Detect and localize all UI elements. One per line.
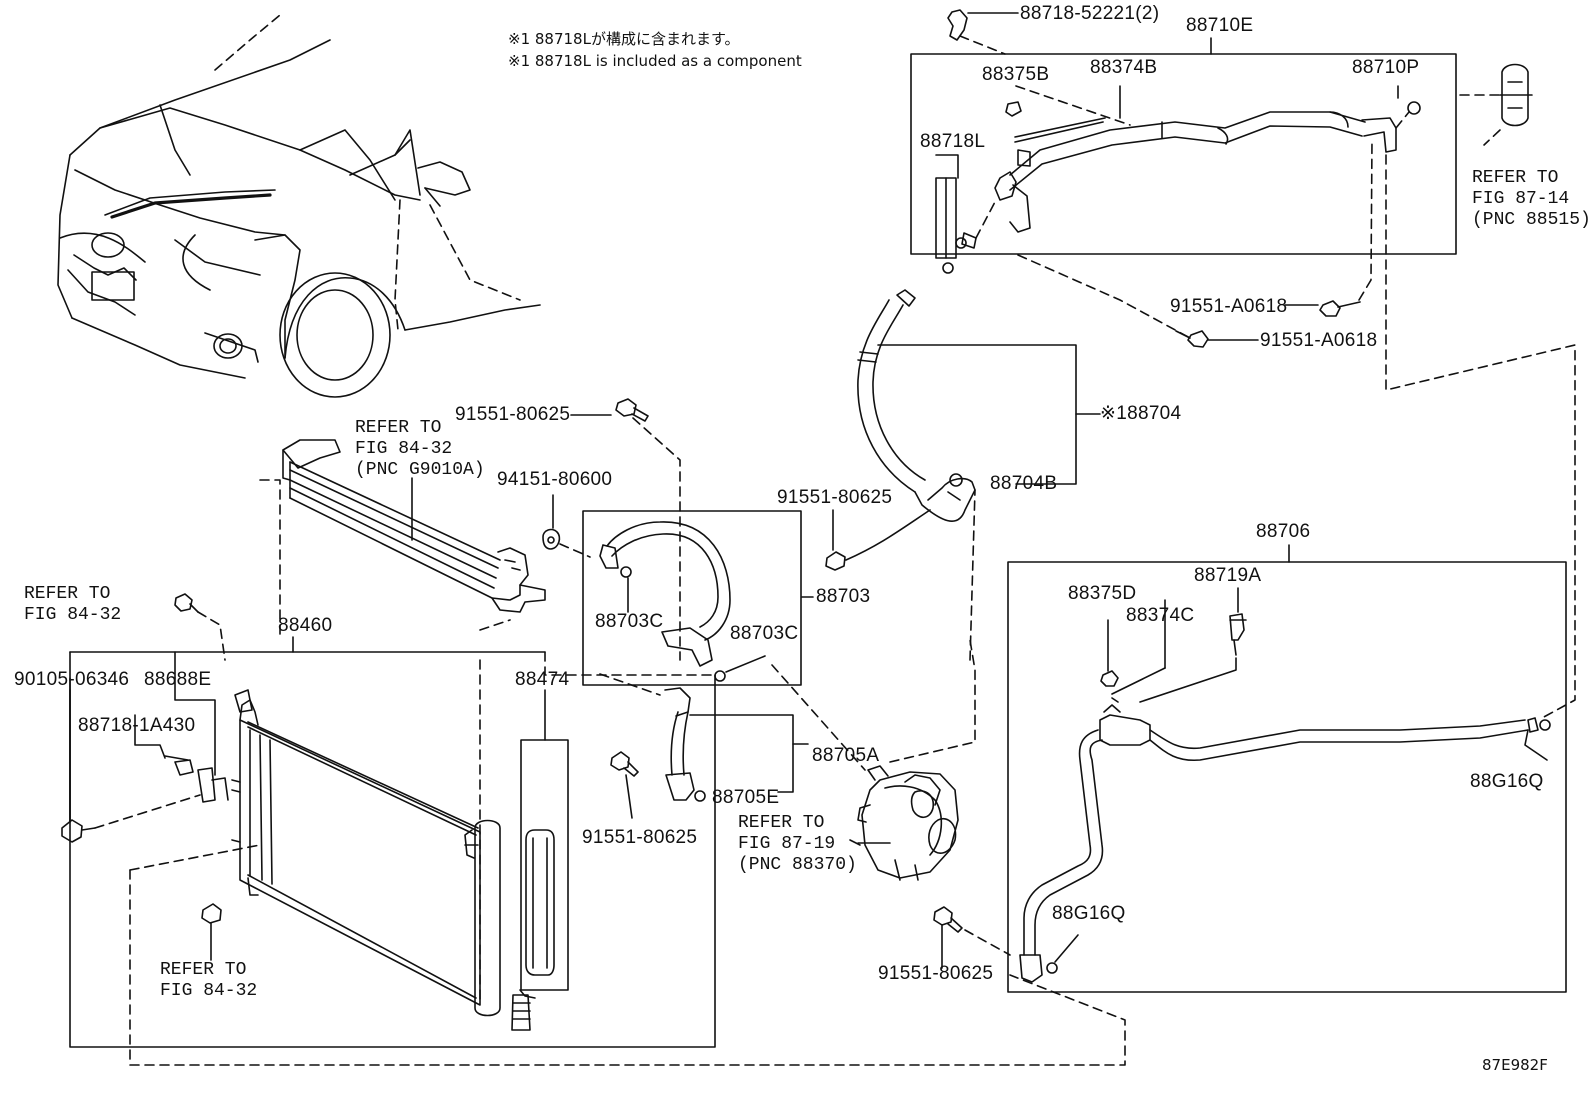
- bolt-91551-80625-upper: [570, 398, 681, 661]
- part-label-91551-80625-top: 91551-80625: [455, 404, 571, 425]
- part-label-88374C: 88374C: [1126, 605, 1195, 626]
- part-label-88460: 88460: [278, 615, 333, 636]
- part-label-91551-A0618-upper: 91551-A0618: [1170, 296, 1288, 317]
- part-label-88703: 88703: [816, 586, 871, 607]
- refer-fig-84-32-bottom: REFER TO FIG 84-32: [160, 960, 258, 1001]
- part-label-88718L: 88718L: [920, 131, 986, 152]
- refer-fig-87-19: REFER TO FIG 87-19 (PNC 88370): [738, 813, 857, 875]
- part-label-88705E: 88705E: [712, 787, 780, 808]
- bolt-91551-80625-bottom: [933, 906, 1011, 969]
- radiator-reference: [259, 439, 546, 636]
- pipe-88705A: [664, 664, 866, 802]
- refer-fig-84-32-left: REFER TO FIG 84-32: [24, 584, 122, 625]
- part-label-88710E: 88710E: [1186, 15, 1254, 36]
- compressor-ref: [849, 489, 976, 881]
- part-label-88G16Q-bottom: 88G16Q: [1052, 903, 1126, 924]
- part-label-88718-52221: 88718-52221(2): [1020, 3, 1160, 24]
- expansion-valve-ref: [1459, 63, 1533, 146]
- condenser-assembly-88460: [61, 593, 1126, 1066]
- part-label-88G16Q-right: 88G16Q: [1470, 771, 1544, 792]
- part-label-88375B: 88375B: [982, 64, 1050, 85]
- bolt-91551-80625-lower: [610, 751, 639, 819]
- part-label-88688E: 88688E: [144, 669, 212, 690]
- refer-fig-87-14: REFER TO FIG 87-14 (PNC 88515): [1472, 168, 1591, 230]
- part-label-88704: ※188704: [1100, 403, 1182, 424]
- part-label-90105-06346: 90105-06346: [14, 669, 130, 690]
- note-japanese: ※1 88718Lが構成に含まれます。: [508, 30, 740, 48]
- part-label-91551-80625-mid: 91551-80625: [777, 487, 893, 508]
- hose-assembly-88703: [582, 510, 814, 696]
- liquid-pipe-assembly-88706: [1007, 544, 1567, 993]
- part-label-88718-1A430: 88718-1A430: [78, 715, 196, 736]
- part-label-88375D: 88375D: [1068, 583, 1137, 604]
- refer-fig-84-32-radiator: REFER TO FIG 84-32 (PNC G9010A): [355, 418, 485, 480]
- part-label-91551-A0618-lower: 91551-A0618: [1260, 330, 1378, 351]
- part-label-88704B: 88704B: [990, 473, 1058, 494]
- part-label-88703C-left: 88703C: [595, 611, 664, 632]
- part-label-88374B: 88374B: [1090, 57, 1158, 78]
- part-label-88706: 88706: [1256, 521, 1311, 542]
- discharge-hose-88704: [825, 289, 1101, 571]
- part-label-91551-80625-bottom: 91551-80625: [878, 963, 994, 984]
- part-label-91551-80625-lower: 91551-80625: [582, 827, 698, 848]
- part-label-88705A: 88705A: [812, 745, 880, 766]
- part-label-88710P: 88710P: [1352, 57, 1420, 78]
- nut-94151-80600: [542, 494, 591, 558]
- part-label-88719A: 88719A: [1194, 565, 1262, 586]
- part-label-88703C-right: 88703C: [730, 623, 799, 644]
- connector-dashed-right: [1385, 154, 1576, 719]
- vehicle-illustration: [57, 14, 541, 398]
- part-label-88474: 88474: [515, 669, 570, 690]
- part-label-94151-80600: 94151-80600: [497, 469, 613, 490]
- drawing-code: 87E982F: [1482, 1056, 1548, 1074]
- suction-pipe-assembly-88710E: [910, 9, 1457, 348]
- note-english: ※1 88718L is included as a component: [508, 52, 802, 70]
